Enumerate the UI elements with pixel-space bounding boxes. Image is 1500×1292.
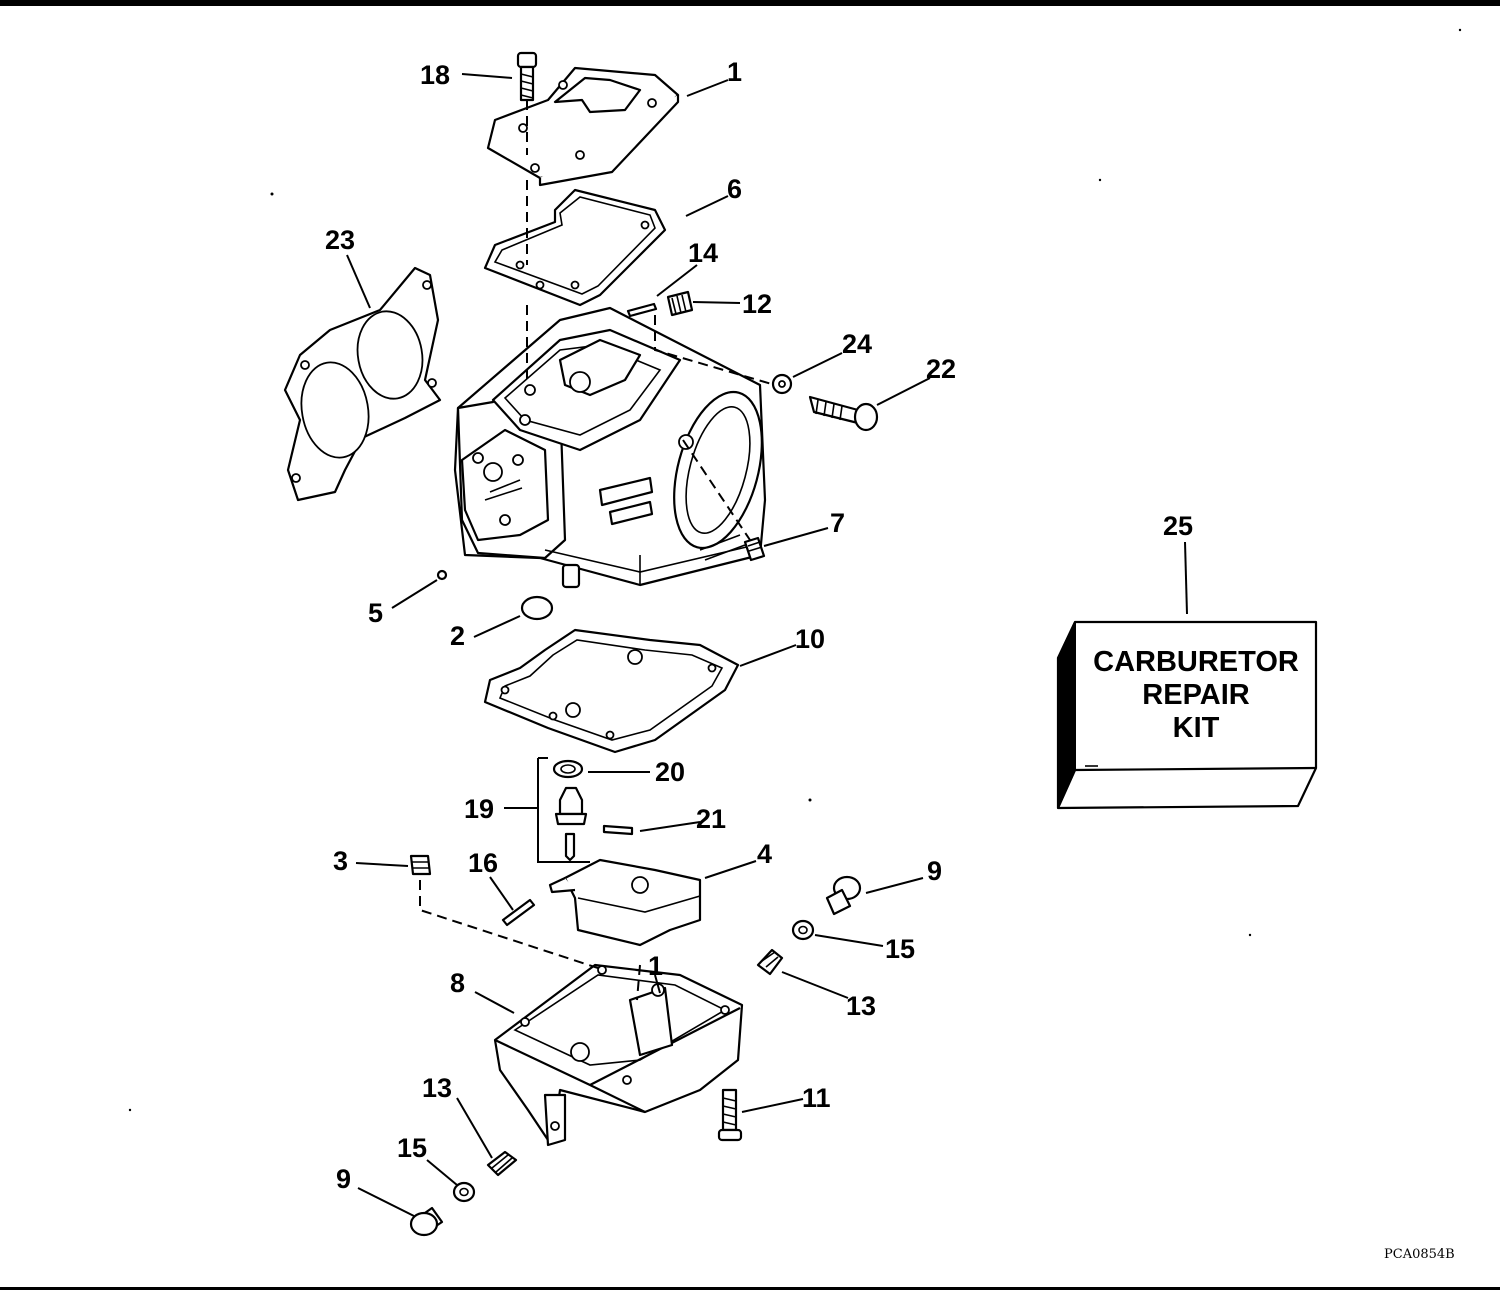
- part-11-screw: [717, 1088, 743, 1142]
- leader-lines: [346, 73, 1188, 1217]
- top-border: [0, 0, 1500, 6]
- callout-19: 19: [464, 794, 494, 824]
- callout-22: 22: [926, 354, 956, 384]
- callout-18: 18: [420, 60, 450, 90]
- callout-15-upper: 15: [885, 934, 915, 964]
- part-4-float: [548, 858, 702, 947]
- part-5-ball: [436, 569, 448, 581]
- callout-9-lower: 9: [336, 1164, 351, 1194]
- part-7-spring: [743, 536, 766, 562]
- callout-25: 25: [1163, 511, 1193, 541]
- kit-label-line2: REPAIR: [1142, 679, 1249, 711]
- callout-3: 3: [333, 846, 348, 876]
- callout-2: 2: [450, 621, 465, 651]
- kit-label-line3: KIT: [1173, 712, 1220, 744]
- callout-13-upper: 13: [846, 991, 876, 1021]
- callout-9-upper: 9: [927, 856, 942, 886]
- kit-label-line1: CARBURETOR: [1093, 646, 1299, 678]
- figure-code: PCA0854B: [1384, 1247, 1455, 1262]
- callout-labels: 18 1 6 23 14 12 24 22 7 5 2 10 20 19 21 …: [325, 57, 1193, 1194]
- part-8-float-bowl: [493, 963, 744, 1147]
- part-19-needle-valve-group: [537, 757, 634, 863]
- part-13-jet-upper: [756, 948, 784, 976]
- callout-24: 24: [842, 329, 872, 359]
- part-10-bowl-gasket: [483, 628, 740, 754]
- part-23-flange-gasket: [283, 266, 442, 502]
- callout-21: 21: [696, 804, 726, 834]
- callout-11: 11: [802, 1083, 831, 1113]
- part-9-screw-upper: [825, 875, 862, 916]
- scan-specks: [128, 28, 1462, 1112]
- part-2-plug: [520, 595, 554, 621]
- part-18-screw: [516, 51, 538, 102]
- part-15-washer-lower: [452, 1181, 476, 1203]
- callout-8: 8: [450, 968, 465, 998]
- alignment-lines: [419, 100, 776, 1001]
- part-15-washer-upper: [791, 919, 815, 941]
- part-24-lock-washer: [771, 373, 793, 395]
- part-16-pin: [501, 898, 536, 927]
- part-13-jet-lower: [486, 1150, 518, 1177]
- callout-5: 5: [368, 598, 383, 628]
- callout-14: 14: [688, 238, 718, 268]
- callout-1-bowl: 1: [648, 951, 663, 981]
- callout-16: 16: [468, 848, 498, 878]
- part-9-screw-lower: [409, 1206, 444, 1237]
- part-22-screw: [808, 395, 879, 432]
- part-3-fitting: [409, 854, 432, 876]
- callout-6: 6: [727, 174, 742, 204]
- part-25-repair-kit-box: CARBURETOR REPAIR KIT: [1056, 620, 1318, 810]
- callout-1-top: 1: [727, 57, 742, 87]
- callout-4: 4: [757, 839, 772, 869]
- part-12-spring: [666, 290, 694, 317]
- callout-13-lower: 13: [422, 1073, 452, 1103]
- callout-7: 7: [830, 508, 845, 538]
- callout-10: 10: [795, 624, 825, 654]
- bottom-border: [0, 1287, 1500, 1290]
- part-1-top-cover: [486, 66, 680, 187]
- callout-15-lower: 15: [397, 1133, 427, 1163]
- part-14-pin: [626, 302, 658, 318]
- part-6-gasket: [483, 188, 667, 307]
- carburetor-body: [453, 306, 767, 589]
- callout-23: 23: [325, 225, 355, 255]
- callout-12: 12: [742, 289, 772, 319]
- callout-20: 20: [655, 757, 685, 787]
